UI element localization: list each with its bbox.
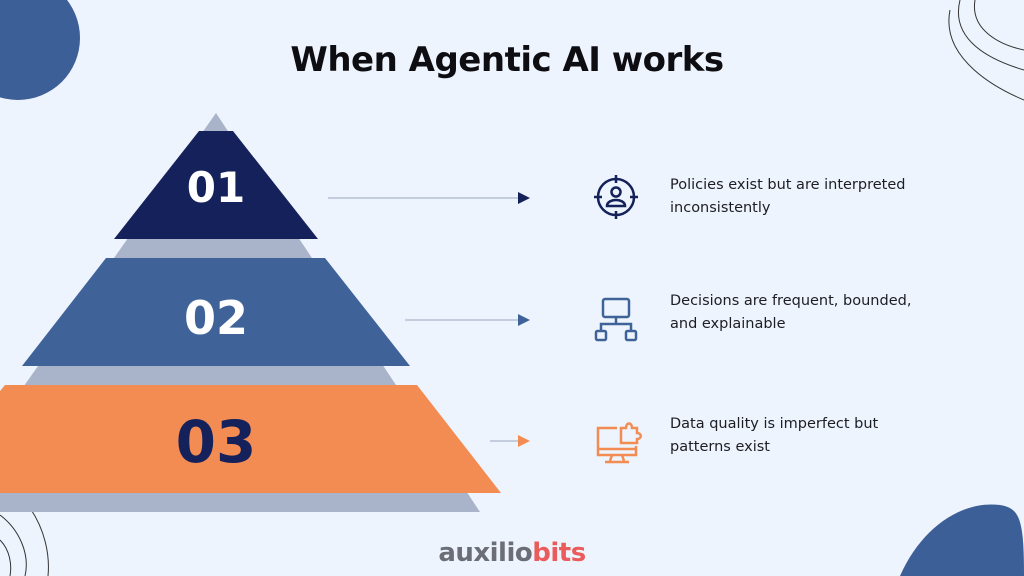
blob-bottom-right <box>900 504 1024 576</box>
tier-01-description: Policies exist but are interpreted incon… <box>670 177 906 216</box>
tier-03-number: 03 <box>176 408 257 476</box>
page-title: When Agentic AI works <box>290 40 724 80</box>
target-user-icon <box>594 175 638 219</box>
tier-02-shape <box>22 258 410 366</box>
line-swirl-top-right <box>948 0 1024 101</box>
tier-02-number: 02 <box>184 291 248 345</box>
logo-part2: bits <box>532 538 586 568</box>
tier-03-shape <box>0 385 501 493</box>
arrow-01 <box>328 192 530 204</box>
logo-part1: auxilio <box>438 538 533 568</box>
tier-02-description: Decisions are frequent, bounded, and exp… <box>670 293 912 332</box>
arrow-02 <box>405 314 530 326</box>
tier-01-shape <box>114 131 318 239</box>
blob-top-left <box>0 0 80 100</box>
line-swirl-bottom-left <box>0 507 49 576</box>
hierarchy-network-icon <box>594 297 638 342</box>
tier-03-description: Data quality is imperfect but patterns e… <box>670 416 879 455</box>
tier-01-number: 01 <box>187 163 245 212</box>
monitor-puzzle-icon <box>596 422 642 464</box>
brand-logo: auxiliobits <box>0 538 1024 568</box>
arrow-03 <box>490 435 530 447</box>
